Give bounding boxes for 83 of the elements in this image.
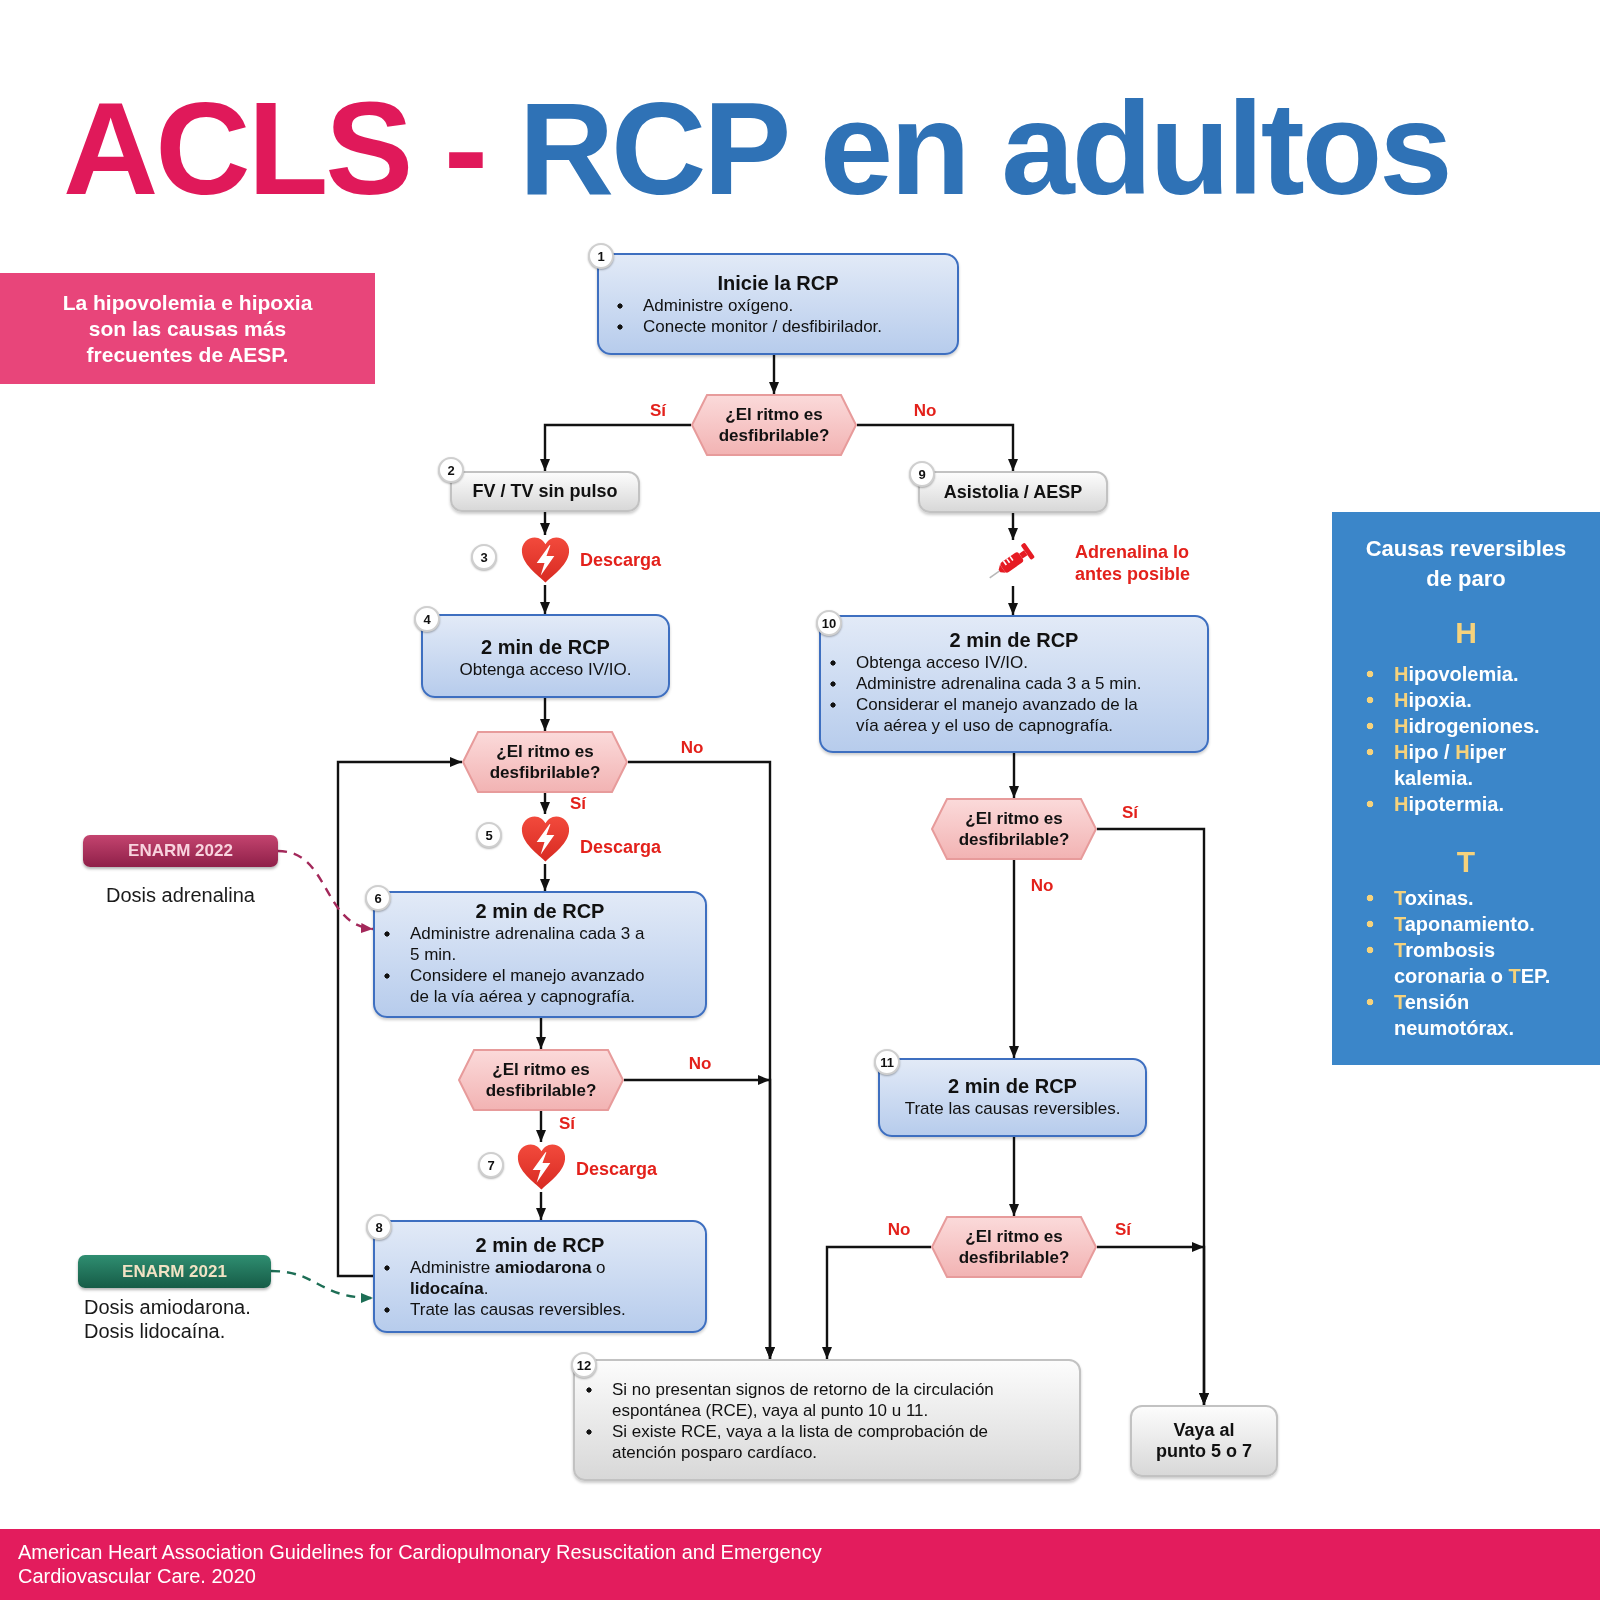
process-box [1130, 1405, 1278, 1477]
process-box [918, 471, 1108, 513]
arrow [540, 512, 550, 535]
arrow [857, 423, 1018, 471]
decision-text: ¿El ritmo es desfibrilable? [957, 808, 1071, 850]
dashed-arrow [277, 849, 374, 932]
arrow [1097, 1242, 1209, 1405]
decision-hexagon [462, 731, 628, 793]
step-number-badge: 1 [588, 243, 614, 269]
step-number-badge: 7 [478, 1152, 504, 1178]
note-text: Dosis lidocaína. [84, 1319, 226, 1343]
exam-tag [78, 1255, 271, 1288]
arrow [1009, 753, 1019, 798]
note-text: La hipovolemia e hipoxia son las causas más frecuentes de AESP. [61, 289, 314, 368]
step-number-badge: 9 [909, 461, 935, 487]
arrow [540, 423, 691, 471]
arrow [536, 1111, 546, 1142]
arrow [540, 698, 550, 731]
step-title: Inicie la RCP [717, 271, 839, 295]
step-number-badge: 3 [471, 544, 497, 570]
shock-label: Descarga [580, 549, 662, 571]
tag-text: ENARM 2021 [122, 1261, 227, 1282]
decision-text: ¿El ritmo es desfibrilable? [717, 404, 831, 446]
step-title: FV / TV sin pulso [472, 481, 618, 502]
step-title: 2 min de RCP [475, 1233, 605, 1257]
step-title: 2 min de RCP [481, 635, 610, 659]
step-title: 2 min de RCP [948, 1074, 1077, 1098]
decision-hexagon [691, 394, 857, 456]
step-number-badge: 5 [476, 822, 502, 848]
arrow [1008, 513, 1018, 540]
step-text: Trate las causas reversibles. [904, 1098, 1121, 1119]
decision-hexagon [931, 1216, 1097, 1278]
page-title: ACLS - RCP en adultos [63, 83, 1450, 215]
arrow [1009, 1137, 1019, 1216]
arrow [1009, 860, 1019, 1058]
panel-title: Causas reversibles de paro [1364, 535, 1568, 593]
decision-text: ¿El ritmo es desfibrilable? [957, 1226, 1071, 1268]
step-title: Asistolia / AESP [943, 481, 1083, 503]
process-box [573, 1359, 1081, 1481]
decision-hexagon [931, 798, 1097, 860]
process-box [819, 615, 1209, 753]
dashed-arrow [270, 1269, 374, 1303]
process-box [421, 614, 670, 698]
step-number-badge: 6 [365, 885, 391, 911]
decision-text: ¿El ritmo es desfibrilable? [488, 741, 602, 783]
info-panel [1332, 512, 1600, 1065]
source-caption: American Heart Association Guidelines for Cardiopulmonary Resuscitation and Emergency Cardiovascular Care. 2020 [18, 1540, 823, 1588]
process-box [878, 1058, 1147, 1137]
tag-text: ENARM 2022 [128, 841, 233, 861]
arrow [536, 1018, 546, 1049]
arrow [822, 1245, 931, 1359]
shock-label: Descarga [580, 836, 662, 858]
decision-text: ¿El ritmo es desfibrilable? [484, 1059, 598, 1101]
arrow [769, 355, 779, 394]
step-title: Vaya al punto 5 o 7 [1155, 1420, 1253, 1462]
arrow [536, 1192, 546, 1220]
note-text: Dosis amiodarona. [84, 1295, 251, 1319]
step-title: 2 min de RCP [949, 628, 1079, 652]
panel-letter: H [1455, 615, 1477, 651]
step-number-badge: 10 [816, 610, 842, 636]
arrow [540, 793, 550, 814]
step-number-badge: 11 [874, 1049, 900, 1075]
step-text: Obtenga acceso IV/IO. [459, 659, 632, 680]
process-box [373, 891, 707, 1018]
panel-letter: T [1456, 844, 1476, 880]
step-number-badge: 2 [438, 457, 464, 483]
arrow [1008, 586, 1018, 615]
shock-label: Descarga [576, 1158, 658, 1180]
process-box [597, 253, 959, 355]
decision-hexagon [458, 1049, 624, 1111]
step-number-badge: 4 [414, 606, 440, 632]
drug-label: Adrenalina lo antes posible [1075, 541, 1192, 585]
process-box [373, 1220, 707, 1333]
note-panel [0, 273, 375, 384]
note-text: Dosis adrenalina [106, 883, 255, 907]
step-number-badge: 8 [366, 1214, 392, 1240]
arrow [540, 585, 550, 614]
arrow [336, 757, 462, 1278]
exam-tag [83, 835, 278, 867]
step-number-badge: 12 [571, 1352, 597, 1378]
arrow [540, 864, 550, 891]
step-title: 2 min de RCP [475, 899, 605, 923]
arrow [624, 1075, 775, 1359]
